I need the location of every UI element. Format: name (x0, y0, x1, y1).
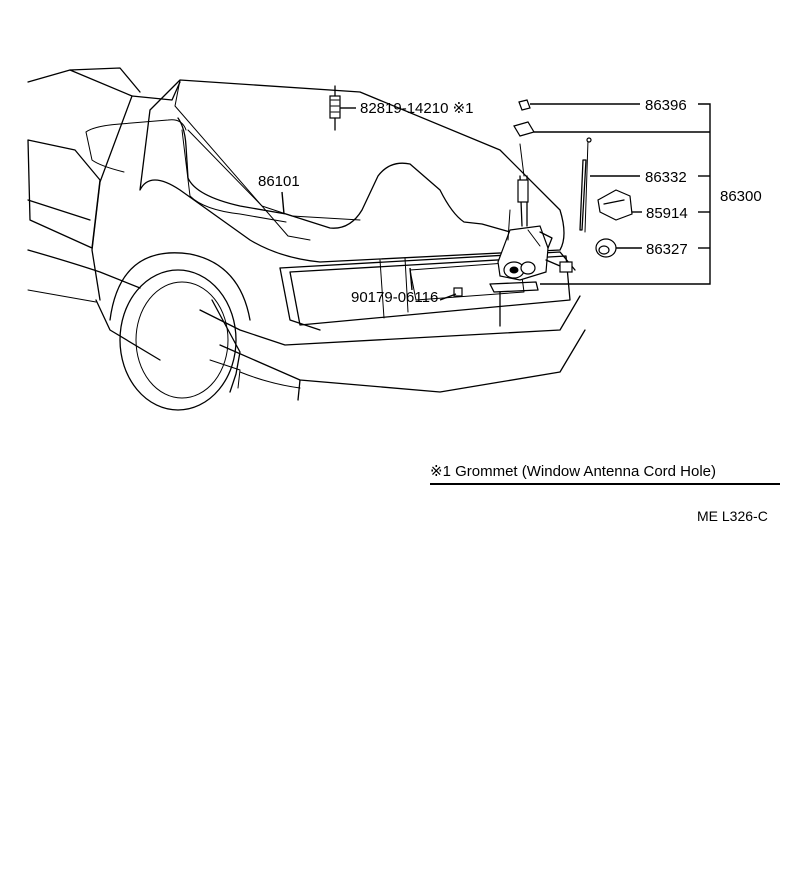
window-antenna-cord (177, 117, 511, 233)
leader-lines (281, 103, 711, 301)
car-body-outline (27, 67, 586, 411)
label-85914: 85914 (646, 205, 688, 222)
grommet-footnote-text: ※1 Grommet (Window Antenna Cord Hole) (430, 463, 717, 480)
power-antenna-assembly (453, 143, 573, 327)
label-86101: 86101 (258, 173, 300, 190)
label-86327: 86327 (646, 241, 688, 258)
label-82819-14210: 82819-14210 ※1 (360, 100, 474, 117)
label-86300: 86300 (720, 188, 762, 205)
grommet-82819 (329, 85, 341, 131)
label-86332: 86332 (645, 169, 687, 186)
loose-parts (513, 99, 633, 258)
illustration-reference-code: ME L326-C (697, 508, 768, 524)
reference-code-text: ME L326-C (697, 508, 768, 524)
grommet-footnote: ※1 Grommet (Window Antenna Cord Hole) (430, 462, 780, 485)
label-86396: 86396 (645, 97, 687, 114)
label-90179-06116: 90179-06116 (351, 289, 438, 306)
